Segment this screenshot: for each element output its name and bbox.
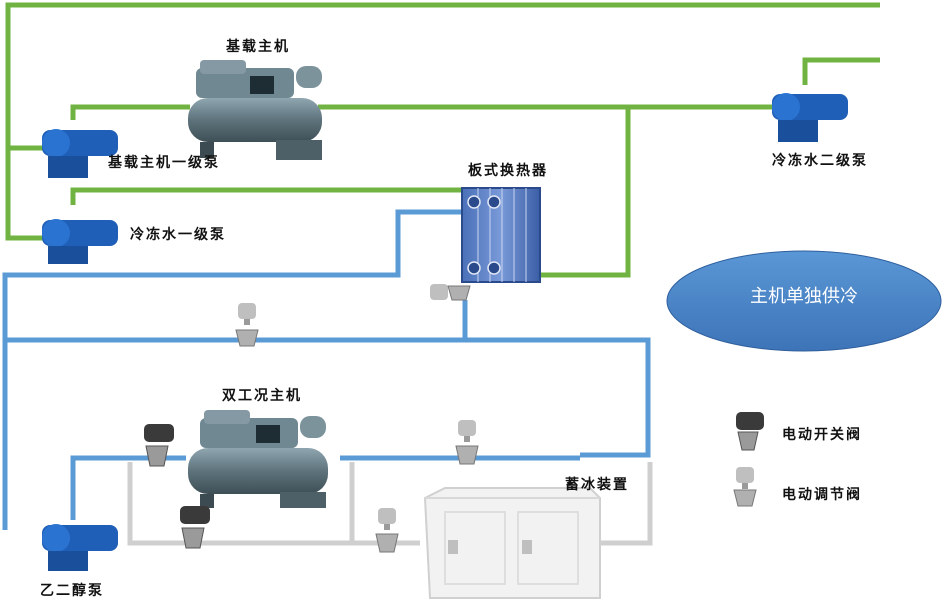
base-chiller-pump-label: 基载主机一级泵 (108, 155, 220, 171)
on-off-valve-icon (144, 424, 174, 467)
regulating-valve-icon (235, 303, 259, 347)
chilled-water-pipes (5, 2, 880, 278)
chilled-water-pump-2 (772, 93, 848, 142)
legend-regulating-valve-icon (733, 467, 757, 507)
ice-storage-label: 蓄冰装置 (565, 477, 629, 493)
mode-badge-text: 主机单独供冷 (750, 286, 858, 307)
dual-mode-chiller-label: 双工况主机 (222, 388, 302, 404)
chilled-water-pump-1-label: 冷冻水一级泵 (130, 227, 226, 243)
base-chiller-pump (42, 129, 118, 178)
mode-badge-oval (666, 250, 942, 352)
regulating-valve-icon (455, 420, 479, 465)
legend-regulating-valve-label: 电动调节阀 (782, 487, 862, 503)
on-off-valve-icon (180, 506, 210, 549)
dual-mode-chiller-unit (188, 410, 328, 508)
glycol-pump (42, 524, 118, 571)
glycol-pump-label: 乙二醇泵 (40, 583, 104, 599)
chilled-water-pump-1 (42, 219, 118, 264)
chilled-water-pump-2-label: 冷冻水二级泵 (772, 153, 868, 169)
base-chiller-label: 基载主机 (226, 39, 290, 55)
ice-storage-unit (423, 487, 601, 599)
glycol-pipes (2, 209, 651, 530)
plate-heat-exchanger-label: 板式换热器 (468, 163, 548, 179)
regulating-valve-icon (375, 508, 399, 553)
legend-on-off-valve-label: 电动开关阀 (782, 427, 862, 443)
legend-on-off-valve-icon (736, 412, 764, 451)
regulating-valve-icon (430, 284, 471, 301)
base-chiller-unit (188, 60, 322, 160)
plate-heat-exchanger-unit (461, 187, 541, 283)
